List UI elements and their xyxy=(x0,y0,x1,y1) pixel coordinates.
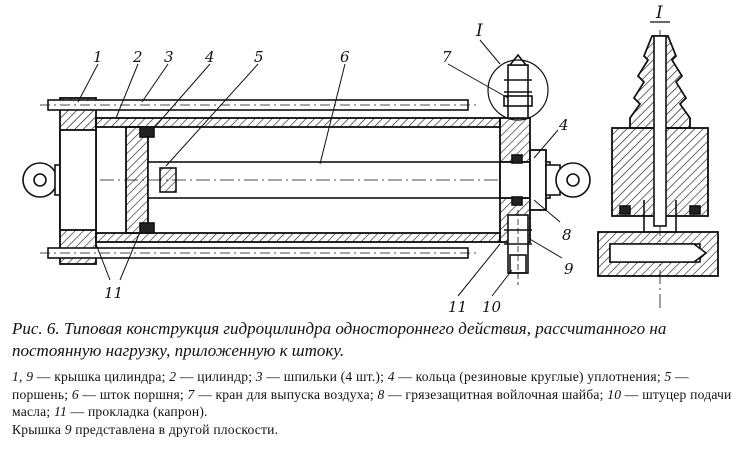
figure-title: Типовая конструкция гидроцилиндра одност… xyxy=(12,319,667,360)
left-end-cap xyxy=(59,97,97,265)
figure-caption: Рис. 6. Типовая конструкция гидроцилиндр… xyxy=(12,318,734,438)
hydraulic-cylinder-drawing: 1 2 3 4 5 6 7 4 8 9 11 11 10 I I xyxy=(22,3,719,316)
legend-number: 1, 9 xyxy=(12,369,34,384)
tie-rod-studs xyxy=(40,99,480,259)
label-4-right: 4 xyxy=(558,116,569,134)
callout-labels: 1 2 3 4 5 6 7 4 8 9 11 11 10 I I xyxy=(93,3,670,316)
label-1: 1 xyxy=(93,48,103,66)
label-6: 6 xyxy=(340,48,350,66)
legend-number: 3 xyxy=(255,369,263,384)
legend-text: — шпильки (4 шт.); xyxy=(262,369,388,384)
label-4: 4 xyxy=(204,48,215,66)
air-bleed-valve xyxy=(487,53,549,121)
caption-note: Крышка 9 представлена в другой плоскости… xyxy=(12,421,734,439)
legend-text: — кольца (резиновые круглые) уплотнения; xyxy=(394,369,665,384)
note-number: 9 xyxy=(64,421,72,437)
detail-title-I: I xyxy=(655,3,663,23)
legend-text: — шток поршня; xyxy=(78,386,188,402)
oil-fitting xyxy=(504,210,532,285)
label-11-left: 11 xyxy=(104,284,123,302)
note-prefix: Крышка xyxy=(12,421,65,437)
caption-title: Рис. 6. Типовая конструкция гидроцилиндр… xyxy=(12,318,734,362)
legend-number: 10 xyxy=(607,386,622,402)
legend-number: 5 xyxy=(664,369,672,384)
label-5: 5 xyxy=(254,48,264,66)
label-10: 10 xyxy=(482,298,502,316)
leader-lines xyxy=(77,39,563,297)
label-7: 7 xyxy=(442,48,452,66)
label-11-right: 11 xyxy=(448,298,467,316)
parts-legend: 1, 9 — крышка цилиндра; 2 — цилиндр; 3 —… xyxy=(12,368,734,421)
legend-text: — кран для выпуска воздуха; xyxy=(194,386,378,402)
label-8: 8 xyxy=(562,226,572,244)
legend-text: — прокладка (капрон). xyxy=(66,404,208,419)
main-view xyxy=(22,39,591,297)
legend-text: — поршень; xyxy=(12,369,689,402)
right-clevis-eye xyxy=(545,162,591,198)
note-suffix: представлена в другой плоскости. xyxy=(71,421,279,437)
label-2: 2 xyxy=(132,48,143,66)
label-9: 9 xyxy=(564,260,574,278)
legend-number: 7 xyxy=(187,386,195,402)
legend-number: 4 xyxy=(387,369,395,384)
detail-view-I xyxy=(597,30,719,310)
figure-label: Рис. 6. xyxy=(12,319,60,338)
legend-number: 2 xyxy=(169,369,177,384)
legend-number: 8 xyxy=(377,386,385,402)
label-3: 3 xyxy=(164,48,174,66)
legend-text: — крышка цилиндра; xyxy=(33,369,170,384)
legend-number: 6 xyxy=(71,386,79,402)
legend-text: — цилиндр; xyxy=(176,369,256,384)
legend-text: — грязезащитная войлочная шайба; xyxy=(384,386,608,402)
legend-text: — штуцер подачи масла; xyxy=(12,386,732,420)
piston-rod xyxy=(100,161,560,199)
detail-mark-I: I xyxy=(475,21,483,41)
legend-number: 11 xyxy=(53,404,67,419)
